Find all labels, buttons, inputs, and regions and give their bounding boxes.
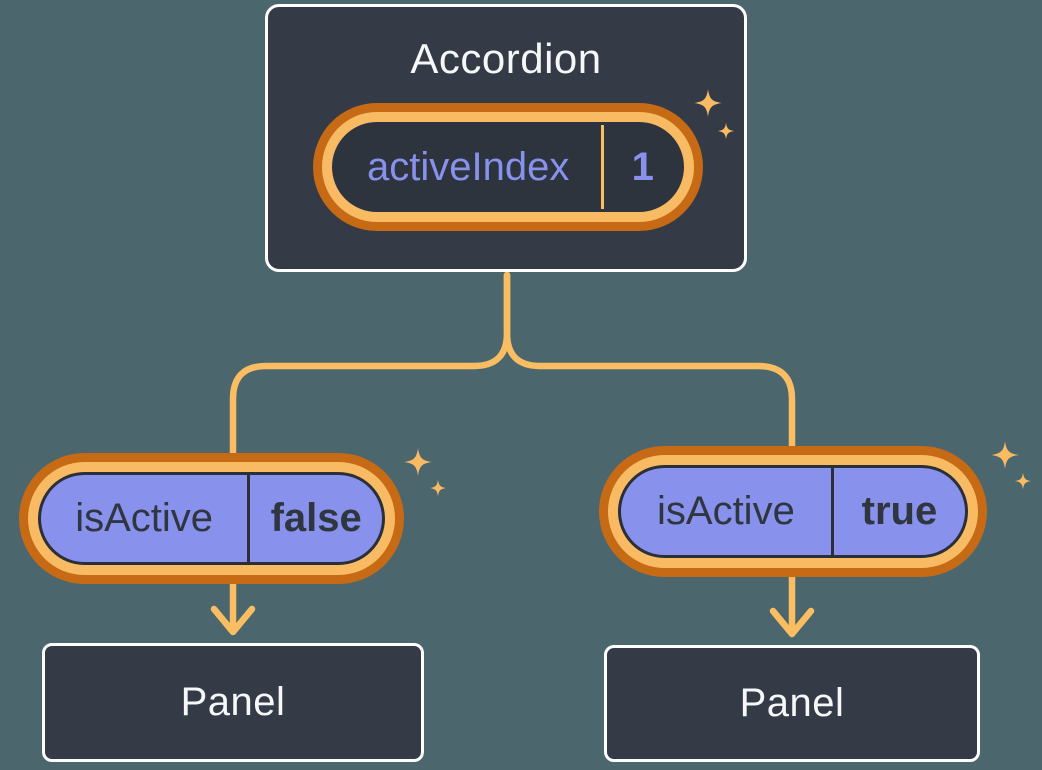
panel-component-box-left: Panel bbox=[42, 643, 424, 762]
prop-value: false bbox=[270, 496, 362, 540]
prop-pill-is-active-left: isActive false bbox=[19, 453, 404, 584]
prop-value: true bbox=[861, 489, 938, 533]
pill-body: isActive true bbox=[618, 465, 968, 558]
connector-left-branch bbox=[229, 271, 511, 632]
panel-title: Panel bbox=[180, 680, 286, 724]
sparkle-icon bbox=[1014, 472, 1032, 490]
sparkle-icon bbox=[403, 447, 433, 477]
arrowhead-left bbox=[210, 605, 256, 636]
pill-divider bbox=[830, 468, 834, 555]
panel-component-box-right: Panel bbox=[604, 645, 980, 762]
state-name-label: activeIndex bbox=[367, 144, 570, 189]
panel-title: Panel bbox=[739, 681, 845, 725]
pill-body: activeIndex 1 bbox=[332, 122, 684, 212]
prop-name-label: isActive bbox=[657, 489, 795, 533]
state-value: 1 bbox=[631, 144, 654, 189]
sparkle-icon bbox=[990, 440, 1020, 470]
pill-ring: isActive true bbox=[608, 455, 978, 568]
prop-name-label: isActive bbox=[75, 496, 214, 540]
pill-ring: activeIndex 1 bbox=[322, 112, 694, 222]
sparkle-icon bbox=[717, 122, 735, 140]
connector-right-branch bbox=[503, 271, 796, 634]
pill-body: isActive false bbox=[38, 472, 385, 565]
accordion-title: Accordion bbox=[410, 35, 602, 82]
accordion-component-box: Accordion activeIndex 1 bbox=[265, 4, 747, 272]
pill-ring: isActive false bbox=[28, 462, 395, 575]
prop-pill-is-active-right: isActive true bbox=[599, 446, 987, 577]
sparkle-icon bbox=[429, 479, 447, 497]
arrowhead-right bbox=[769, 607, 815, 638]
sparkle-icon bbox=[693, 88, 723, 118]
pill-divider bbox=[601, 125, 605, 209]
pill-divider bbox=[247, 475, 251, 562]
state-pill-active-index: activeIndex 1 bbox=[313, 103, 703, 231]
